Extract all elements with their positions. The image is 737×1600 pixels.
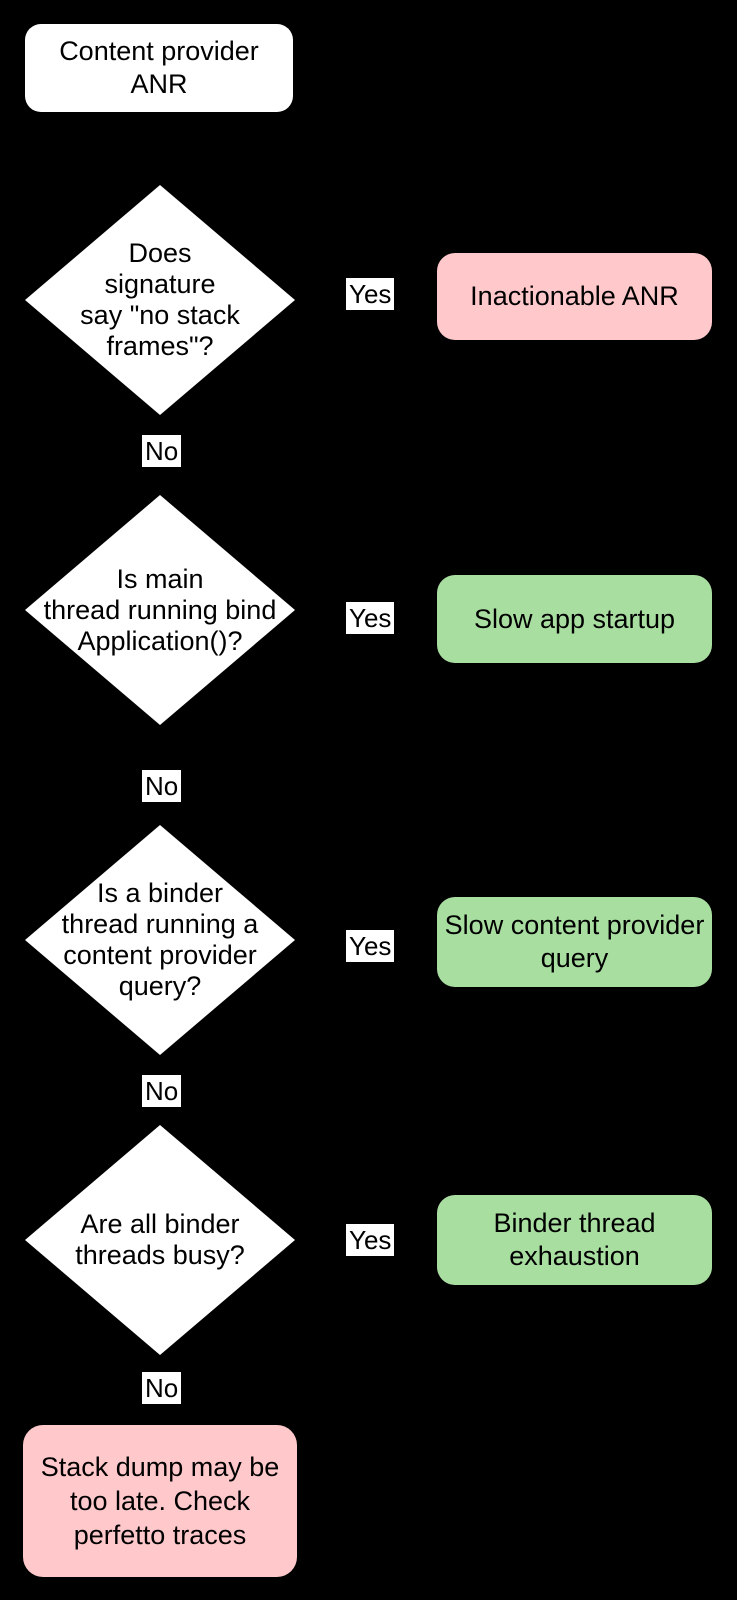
yes-edge-label: Yes	[346, 602, 395, 634]
decision-node-binder-threads-busy: Are all binder threads busy?	[25, 1125, 295, 1355]
yes-edge-label: Yes	[346, 278, 395, 310]
result-node-slow-app-startup: Slow app startup	[437, 575, 712, 663]
decision-question: Is a binder thread running a content pro…	[61, 878, 259, 1001]
decision-node-signature: Does signature say "no stack frames"?	[25, 185, 295, 415]
yes-edge-label: Yes	[346, 930, 395, 962]
result-node-slow-content-provider-query: Slow content provider query	[437, 897, 712, 987]
no-edge-label: No	[142, 770, 182, 802]
start-node: Content provider ANR	[25, 24, 293, 112]
result-node-inactionable-anr: Inactionable ANR	[437, 253, 712, 340]
decision-node-bind-application: Is main thread running bind Application(…	[25, 495, 295, 725]
decision-question: Are all binder threads busy?	[75, 1209, 245, 1270]
decision-question: Does signature say "no stack frames"?	[80, 238, 240, 361]
no-edge-label: No	[142, 1372, 182, 1404]
decision-node-binder-query: Is a binder thread running a content pro…	[25, 825, 295, 1055]
no-edge-label: No	[142, 435, 182, 467]
yes-edge-label: Yes	[346, 1224, 395, 1256]
end-node-stack-dump-too-late: Stack dump may be too late. Check perfet…	[23, 1425, 297, 1577]
no-edge-label: No	[142, 1075, 182, 1107]
result-node-binder-thread-exhaustion: Binder thread exhaustion	[437, 1195, 712, 1285]
decision-question: Is main thread running bind Application(…	[43, 563, 277, 656]
